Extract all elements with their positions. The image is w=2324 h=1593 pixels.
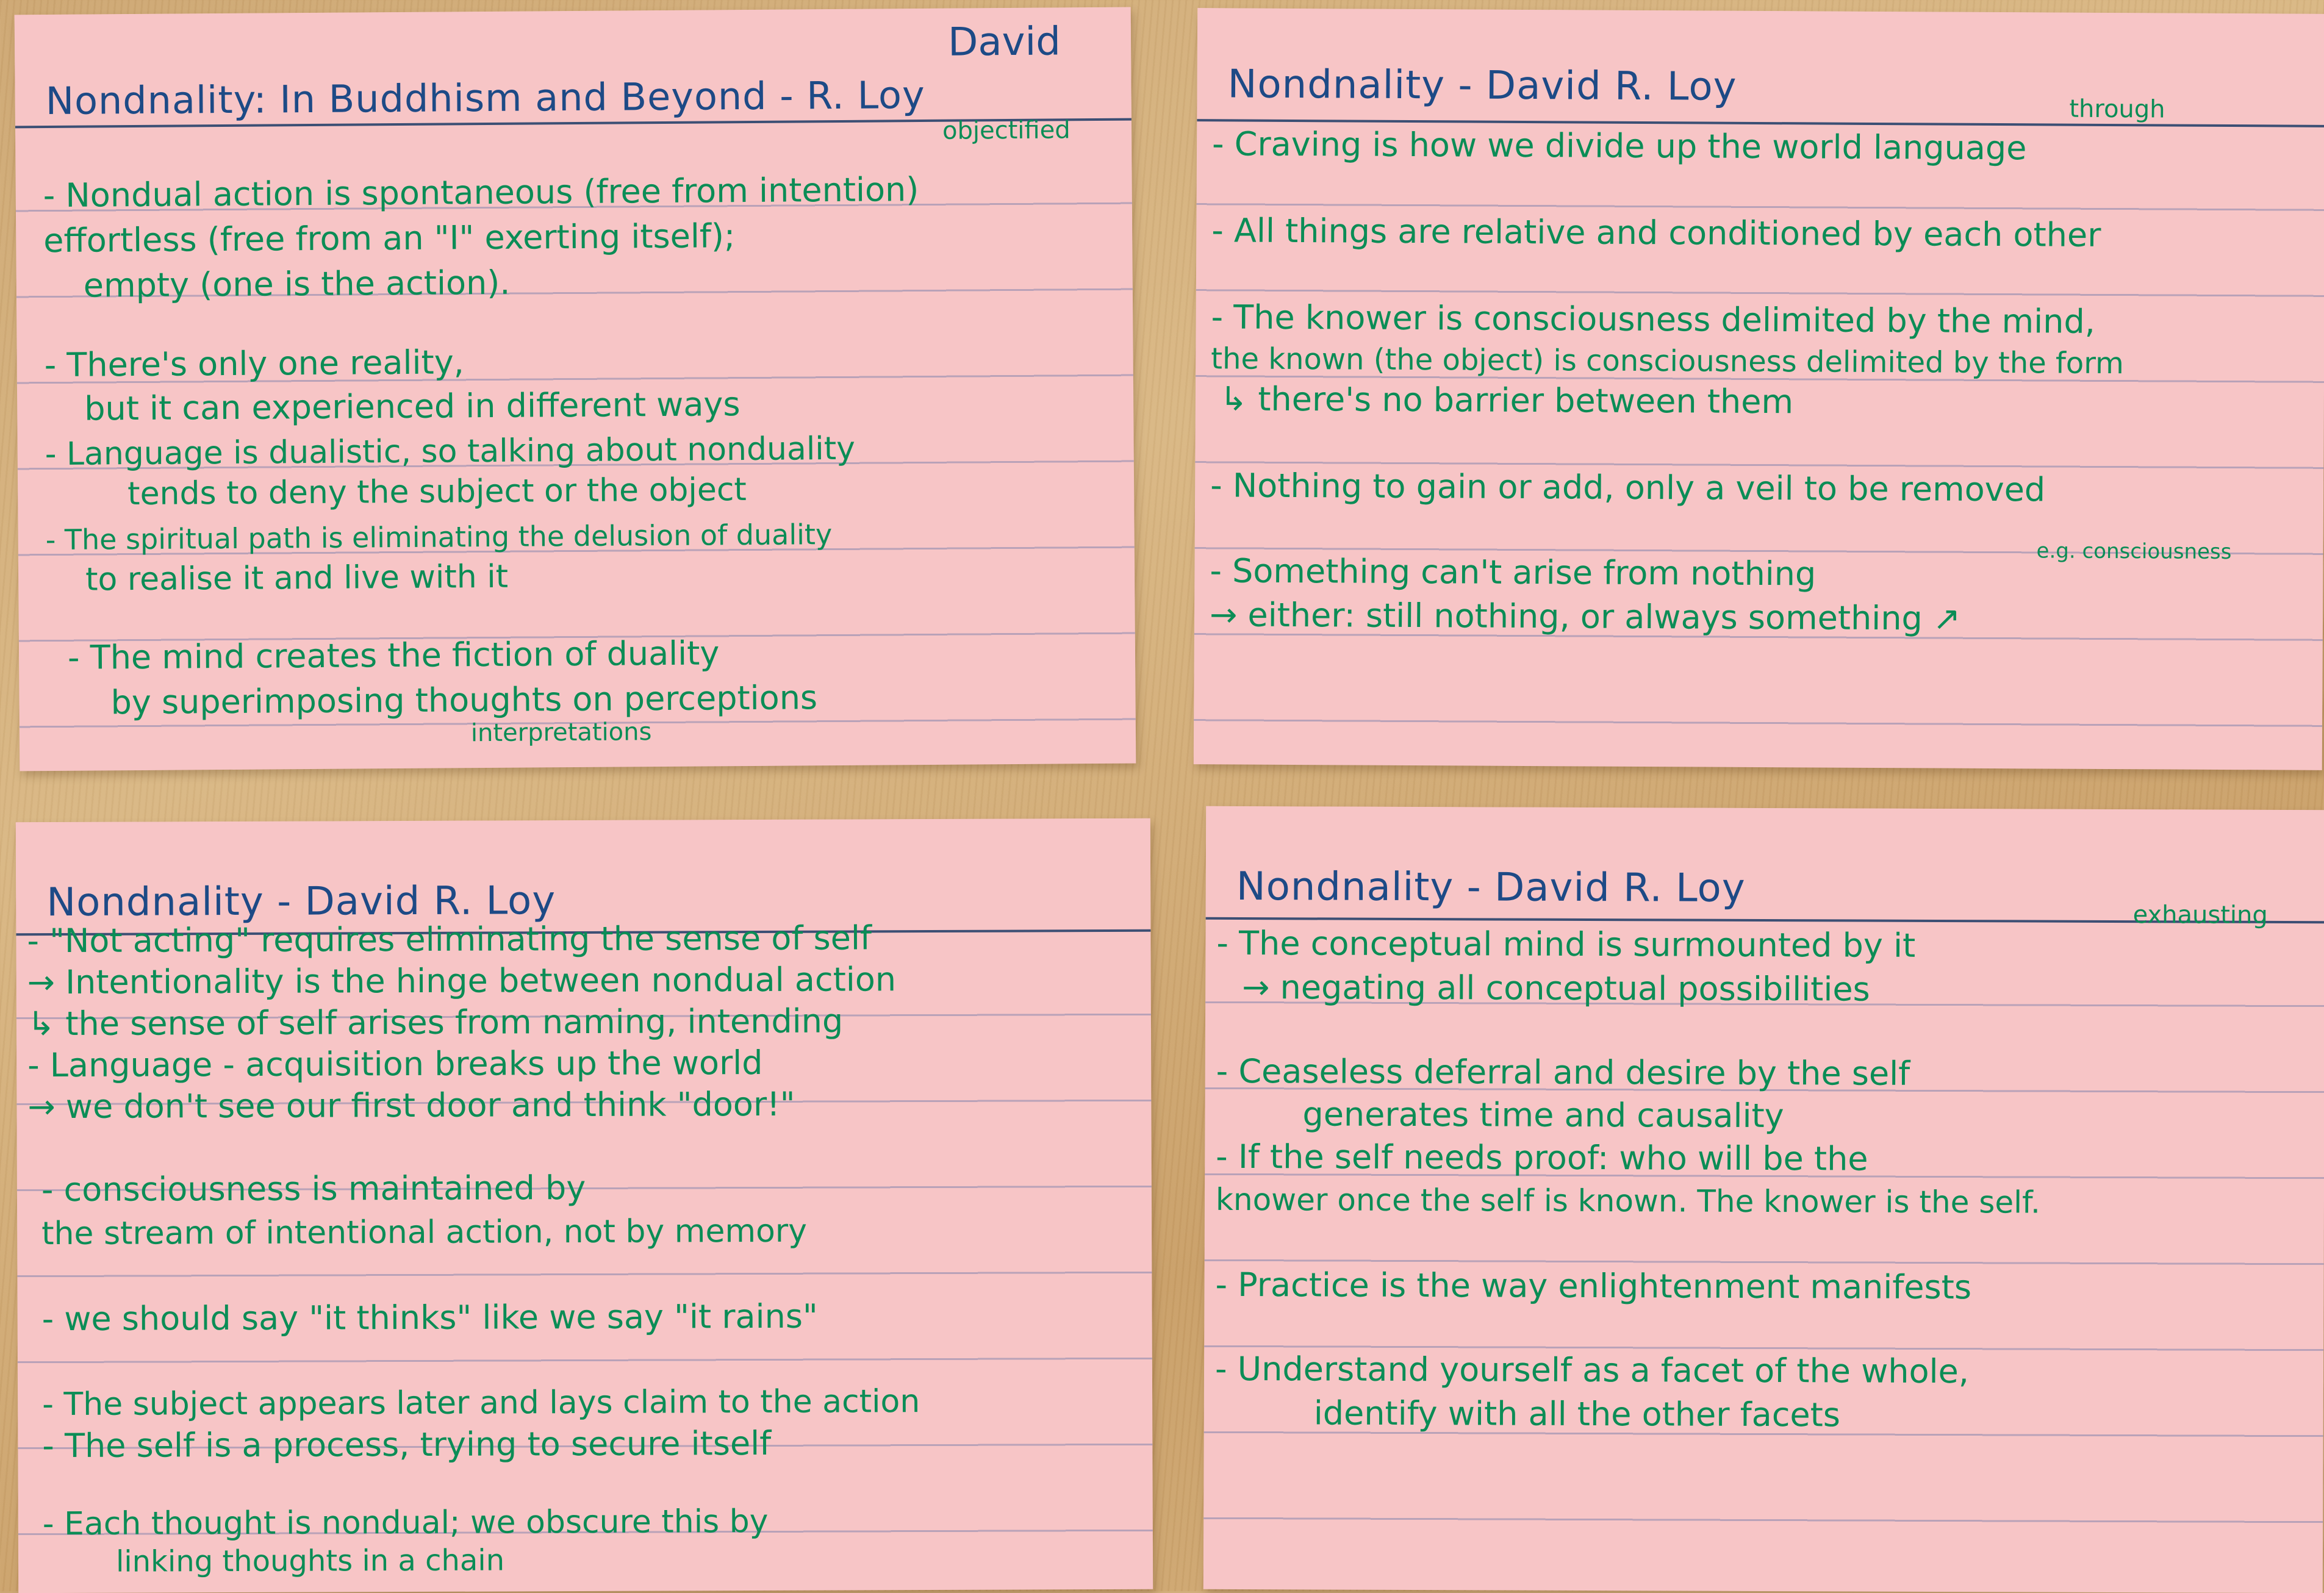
card-2-note-line: → either: still nothing, or always somet… xyxy=(1209,595,1961,638)
card-3-note-line: ↳ the sense of self arises from naming, … xyxy=(27,1001,844,1044)
card-1-note-line: but it can experienced in different ways xyxy=(84,385,741,428)
card-4-note-line: - Ceaseless deferral and desire by the s… xyxy=(1216,1051,1910,1093)
card-1-title-author-first-name: David xyxy=(947,19,1061,65)
card-1-note-line: to realise it and live with it xyxy=(85,558,509,598)
card-2-note-line: - Nothing to gain or add, only a veil to… xyxy=(1210,466,2046,509)
index-card-1: Nondnality: In Buddhism and Beyond - R. … xyxy=(14,7,1136,771)
card-3-note-line: - consciousness is maintained by xyxy=(41,1168,586,1209)
card-1-note-line: by superimposing thoughts on perceptions xyxy=(110,678,818,722)
card-2-note-line: - Something can't arise from nothing xyxy=(1210,551,1817,593)
card-4-note-line: generates time and causality xyxy=(1302,1095,1784,1136)
card-1-title: Nondnality: In Buddhism and Beyond - R. … xyxy=(45,72,925,124)
card-4-insertion-exhausting: exhausting xyxy=(2132,901,2268,929)
card-1-note-line: - There's only one reality, xyxy=(44,343,465,385)
card-2-insertion-eg-consciousness: e.g. consciousness xyxy=(2036,539,2232,565)
card-4-note-line: - If the self needs proof: who will be t… xyxy=(1216,1137,1868,1178)
index-card-3: Nondnality - David R. Loy - "Not acting"… xyxy=(15,818,1153,1593)
card-2-note-line: the known (the object) is consciousness … xyxy=(1211,342,2125,381)
card-2-note-line: - Craving is how we divide up the world … xyxy=(1211,124,2027,168)
card-2-insertion-through: through xyxy=(2069,95,2165,124)
card-4-note-line: - Practice is the way enlightenment mani… xyxy=(1215,1265,1972,1307)
card-4-note-line: - The conceptual mind is surmounted by i… xyxy=(1216,923,1916,965)
card-1-insertion-objectified: objectified xyxy=(942,116,1071,145)
card-3-note-line: → we don't see our first door and think … xyxy=(27,1084,795,1126)
card-3-note-line: - Each thought is nondual; we obscure th… xyxy=(42,1503,769,1543)
card-3-note-line: - we should say "it thinks" like we say … xyxy=(41,1297,818,1339)
card-3-note-line: - Language - acquisition breaks up the w… xyxy=(27,1043,763,1085)
card-1-note-line: effortless (free from an "I" exerting it… xyxy=(43,217,736,260)
card-3-note-line: - The subject appears later and lays cla… xyxy=(42,1383,920,1423)
card-3-note-line: linking thoughts in a chain xyxy=(115,1543,505,1579)
card-1-note-line: tends to deny the subject or the object xyxy=(127,471,747,513)
card-4-note-line: knower once the self is known. The knowe… xyxy=(1215,1181,2041,1220)
card-4-note-line: → negating all conceptual possibilities xyxy=(1242,968,1870,1009)
card-2-note-line: - All things are relative and conditione… xyxy=(1211,211,2101,254)
index-card-2: Nondnality - David R. Loy through - Crav… xyxy=(1193,8,2324,770)
card-1-note-line: - Nondual action is spontaneous (free fr… xyxy=(43,170,919,215)
card-2-note-line: ↳ there's no barrier between them xyxy=(1219,379,1794,421)
index-card-4: Nondnality - David R. Loy exhausting - T… xyxy=(1203,806,2324,1593)
card-3-note-line: → Intentionality is the hinge between no… xyxy=(27,960,897,1002)
card-1-insertion-interpretations: interpretations xyxy=(470,718,652,748)
card-1-note-line: empty (one is the action). xyxy=(83,263,511,305)
card-1-note-line: - The mind creates the fiction of dualit… xyxy=(67,634,720,677)
card-2-note-line: - The knower is consciousness delimited … xyxy=(1211,298,2096,341)
card-3-note-line: - "Not acting" requires eliminating the … xyxy=(27,918,872,961)
card-4-note-line: - Understand yourself as a facet of the … xyxy=(1214,1349,1970,1391)
card-1-note-line: - The spiritual path is eliminating the … xyxy=(45,518,833,557)
card-3-note-line: the stream of intentional action, not by… xyxy=(41,1212,808,1253)
card-3-note-line: - The self is a process, trying to secur… xyxy=(42,1423,772,1466)
card-4-note-line: identify with all the other facets xyxy=(1313,1394,1841,1434)
